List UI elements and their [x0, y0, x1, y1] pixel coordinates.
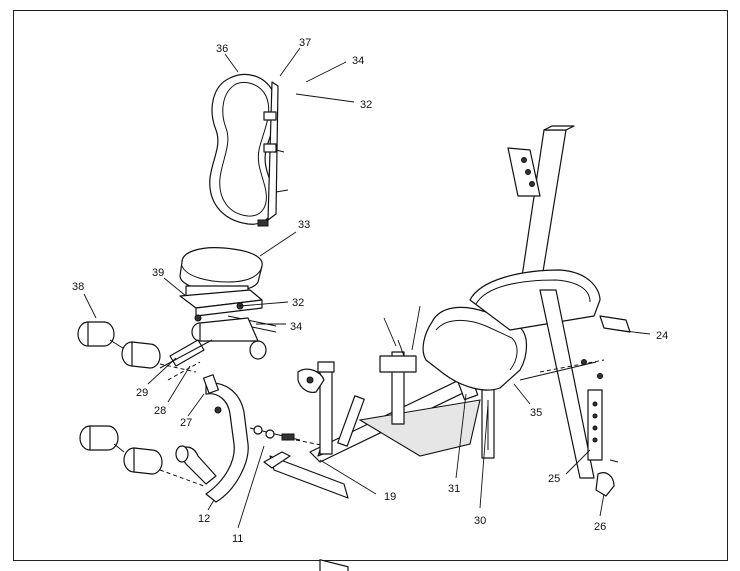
callout-31: 31: [448, 483, 460, 495]
callout-26: 26: [594, 521, 606, 533]
seat-carriage: [179, 289, 277, 360]
upper-roller-set: [77, 321, 197, 373]
callout-36: 36: [216, 43, 228, 55]
bolt-hardware: [249, 425, 327, 447]
callout-38: 38: [72, 281, 84, 293]
base-frame: [263, 351, 491, 571]
seat-pad: [179, 247, 263, 297]
leader-lines: [83, 47, 651, 529]
preacher-pad: [379, 306, 528, 391]
callout-29: 29: [136, 387, 148, 399]
callout-33: 33: [298, 219, 310, 231]
callout-19: 19: [384, 491, 396, 503]
callout-32-lower: 32: [292, 297, 304, 309]
callout-32-upper: 32: [360, 99, 372, 111]
callout-37: 37: [299, 37, 311, 49]
callout-34-lower: 34: [290, 321, 302, 333]
callout-34-upper: 34: [352, 55, 364, 67]
callout-labels: 36 37 34 32 33 39 32 34 38 29 28 27 12 1…: [72, 37, 668, 545]
callout-28: 28: [154, 405, 166, 417]
main-upright-frame: [469, 125, 631, 497]
back-pad: [209, 73, 289, 227]
lower-roller-set: [79, 425, 205, 487]
callout-24: 24: [656, 330, 668, 342]
callout-39: 39: [152, 267, 164, 279]
pivot-hardware: [159, 339, 213, 381]
callout-12: 12: [198, 513, 210, 525]
callout-27: 27: [180, 417, 192, 429]
leg-lever-arm: [175, 374, 249, 503]
callout-30: 30: [474, 515, 486, 527]
callout-35: 35: [530, 407, 542, 419]
callout-25: 25: [548, 473, 560, 485]
callout-11: 11: [232, 533, 243, 545]
